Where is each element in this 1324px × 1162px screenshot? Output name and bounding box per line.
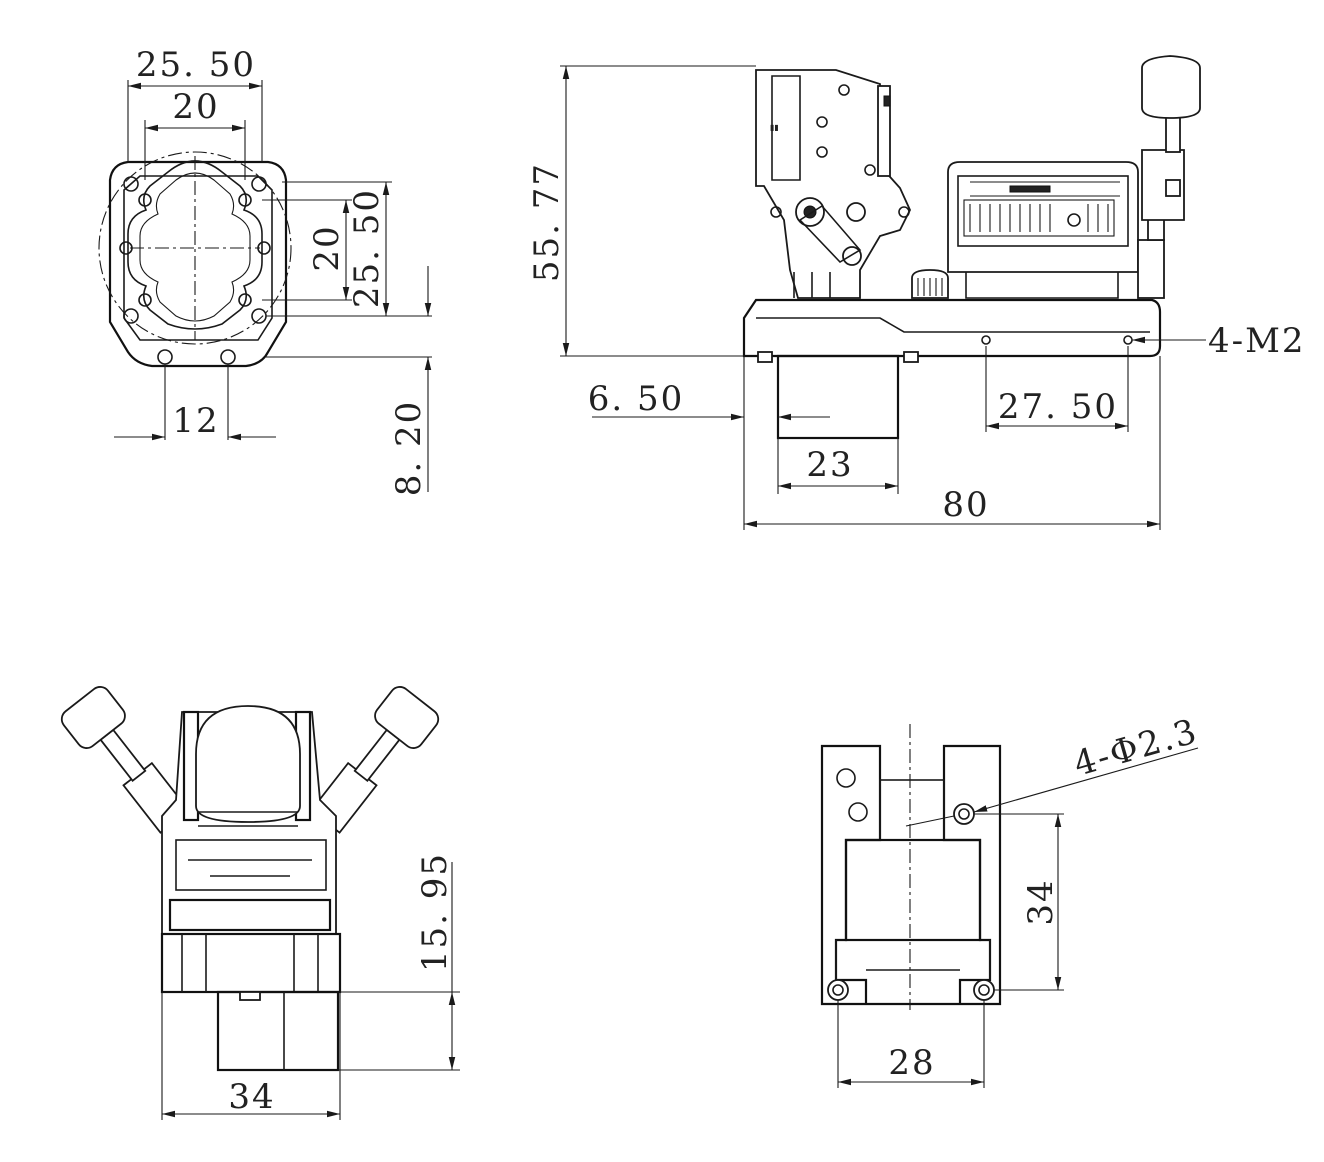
bottom-plate — [820, 744, 1002, 1006]
mount-hole-tr — [251, 176, 267, 192]
base-rear — [160, 932, 342, 994]
svg-text:▮▮: ▮▮ — [770, 123, 779, 132]
dim-inner-width: 20 — [172, 87, 219, 127]
callout-holes: 4-Φ2.3 — [1069, 711, 1202, 784]
bottom-hole-left — [157, 349, 173, 365]
dim-total-length: 80 — [942, 485, 989, 525]
servo-bottom — [844, 838, 982, 942]
dim-outer-width: 25. 50 — [136, 45, 256, 85]
dim-base-height: 8. 20 — [389, 400, 429, 497]
bottom-right-view: 4-Φ2.3 34 28 — [820, 711, 1203, 1088]
top-right-view: ▮▮ 55. 77 6. 50 23 — [527, 55, 1306, 530]
servo-block — [947, 161, 1139, 273]
dim-hole-horizontal: 28 — [888, 1043, 935, 1083]
base-plate — [742, 298, 1162, 358]
servo-under-rear — [216, 990, 340, 1072]
dim-base-width: 34 — [228, 1077, 275, 1117]
hole-tr — [953, 803, 975, 825]
dim-bottom-holes: 12 — [172, 401, 219, 441]
mount-hole-bl — [123, 308, 139, 324]
hole-br — [973, 979, 995, 1001]
servo-horn-rear — [195, 705, 301, 823]
dim-hole-vertical: 34 — [1021, 878, 1061, 925]
callout-thread: 4-M2 — [1208, 321, 1306, 361]
bottom-left-view: 34 15. 95 — [60, 686, 460, 1120]
dim-foot-width: 23 — [806, 445, 853, 485]
mount-hole-tl — [123, 176, 139, 192]
dim-base-height-rear: 15. 95 — [415, 852, 455, 972]
dim-total-height: 55. 77 — [527, 162, 567, 282]
mount-hole-br — [251, 308, 267, 324]
dim-inner-height: 20 — [307, 224, 347, 271]
dim-hole-spacing: 27. 50 — [998, 387, 1118, 427]
dim-outer-height: 25. 50 — [347, 188, 387, 308]
hole-bl — [827, 979, 849, 1001]
horn-pitch-circle — [98, 151, 292, 345]
bottom-hole-right — [220, 349, 236, 365]
servo-body-under — [776, 354, 900, 440]
joystick-knob — [1141, 55, 1201, 119]
servo-horn — [127, 160, 263, 330]
top-left-view: 25. 50 20 20 25. 50 12 8. 20 — [98, 45, 432, 497]
servo-outline — [108, 160, 288, 368]
dim-left-offset: 6. 50 — [588, 379, 685, 419]
